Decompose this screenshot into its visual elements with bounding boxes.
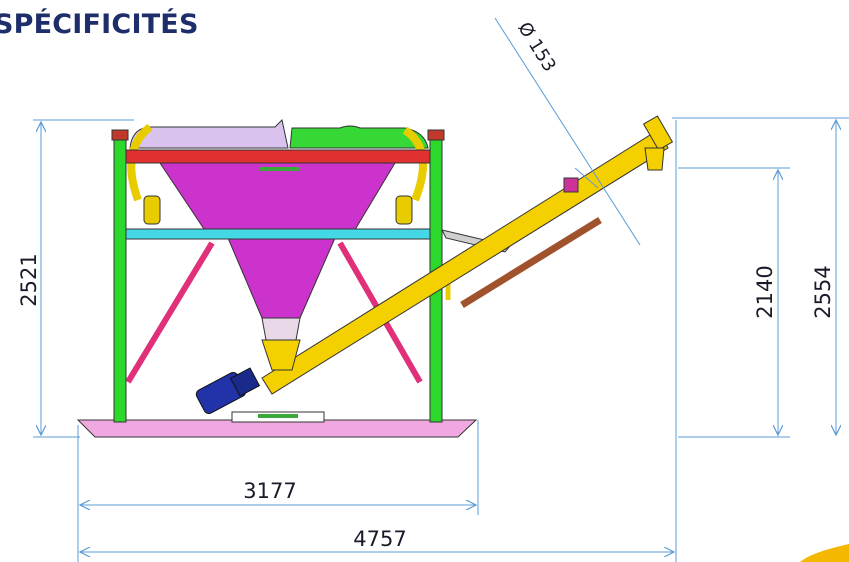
top-bag-left [129, 118, 289, 149]
machine [76, 115, 674, 438]
auger-tube [261, 129, 669, 395]
dim-height-left: 2521 [17, 253, 41, 306]
dim-width-total: 4757 [353, 527, 406, 551]
brace-left [125, 241, 215, 384]
base-skid [76, 419, 478, 438]
beam-top-red [125, 149, 431, 164]
corner-accent [800, 544, 849, 562]
support-rod [460, 217, 602, 308]
dimension-lines [33, 17, 849, 562]
frame-post-left [113, 135, 127, 423]
dim-height-right-inner: 2140 [753, 265, 777, 318]
top-bag-right [289, 125, 429, 149]
dim-diameter: Ø 153 [513, 19, 560, 76]
dim-width-base: 3177 [243, 479, 296, 503]
dim-height-right-outer: 2554 [811, 265, 835, 318]
page-title: SPÉCIFICITÉS [0, 9, 199, 40]
beam-middle-cyan [125, 228, 431, 240]
hopper-outlet [261, 317, 301, 341]
hopper [159, 162, 396, 319]
motor [195, 367, 261, 415]
